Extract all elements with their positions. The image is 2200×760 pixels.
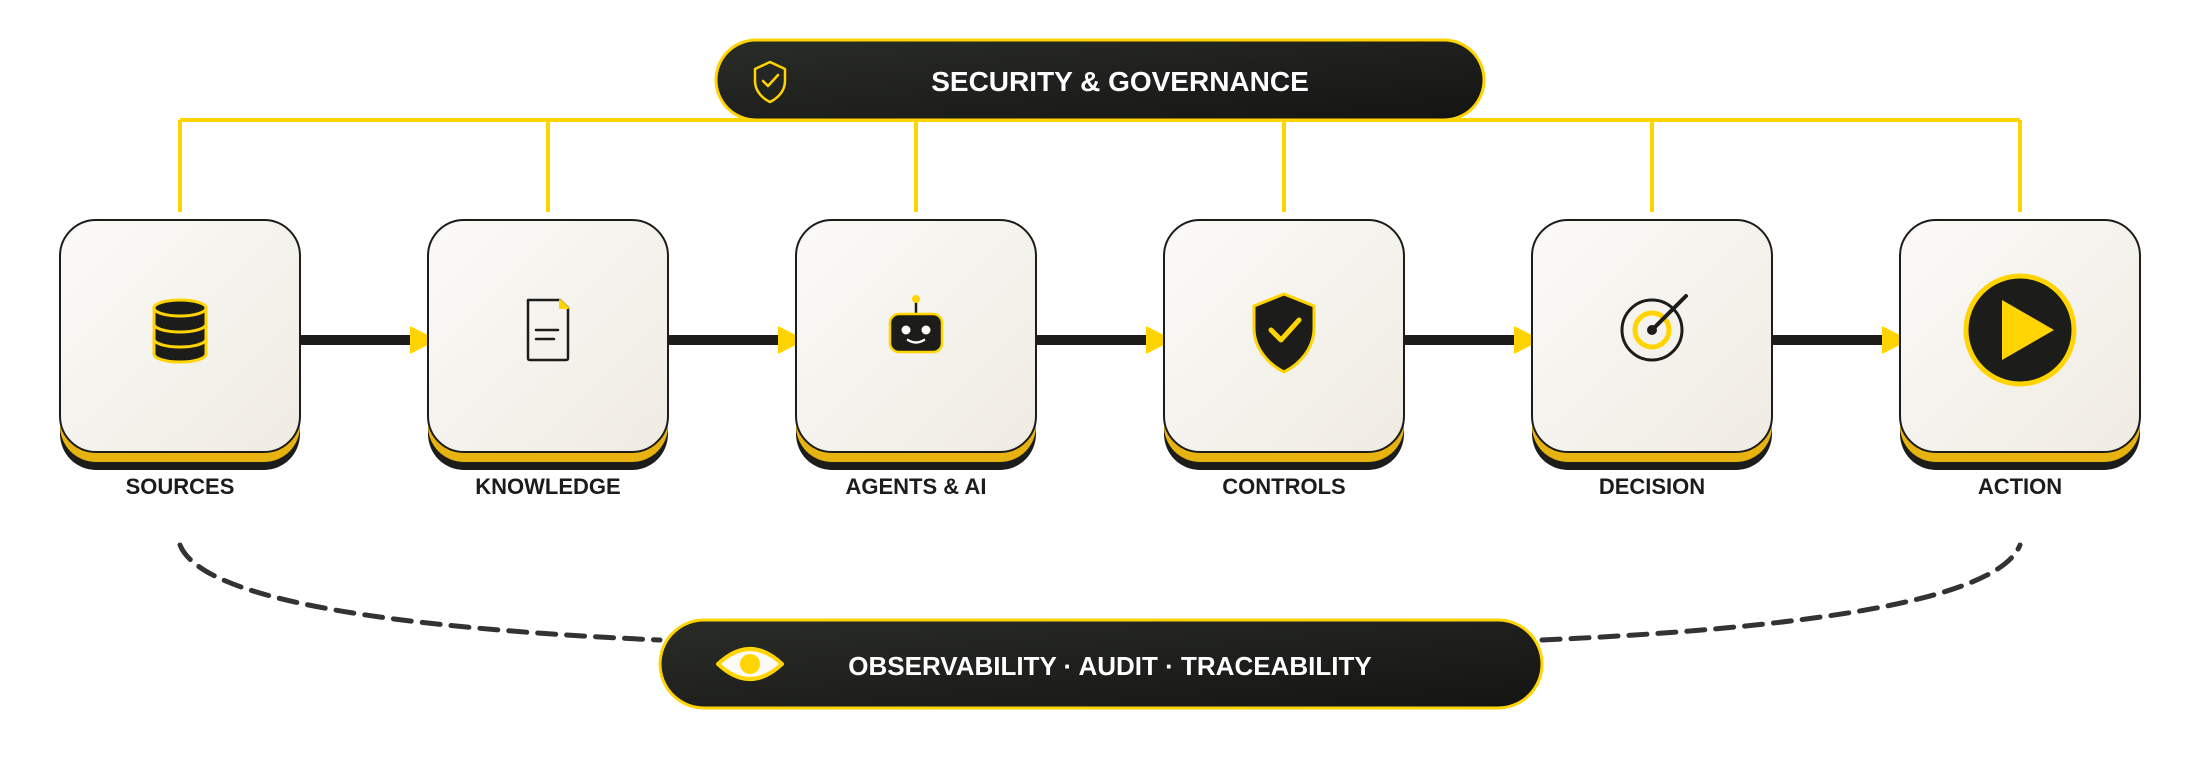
top-banner-label: SECURITY & GOVERNANCE xyxy=(931,66,1309,97)
flow-arrow xyxy=(1769,326,1910,354)
stage-label: KNOWLEDGE xyxy=(475,474,620,499)
flow-arrow xyxy=(1401,326,1542,354)
database-icon xyxy=(152,298,208,364)
stage-sources: SOURCES xyxy=(59,219,301,499)
document-icon xyxy=(526,298,570,362)
bottom-banner-label: OBSERVABILITY · AUDIT · TRACEABILITY xyxy=(848,651,1371,681)
stage-label: CONTROLS xyxy=(1222,474,1345,499)
flow-arrow xyxy=(1033,326,1174,354)
stage-action: ACTION xyxy=(1899,219,2141,499)
observability-arc xyxy=(177,542,2023,643)
security-governance-banner: SECURITY & GOVERNANCE xyxy=(714,38,1486,122)
robot-icon xyxy=(888,295,944,354)
shield-check-icon xyxy=(1252,292,1316,374)
target-icon xyxy=(1620,294,1688,362)
stage-label: SOURCES xyxy=(126,474,235,499)
stage-card xyxy=(427,219,669,453)
stage-decision: DECISION xyxy=(1531,219,1773,499)
stage-card xyxy=(1531,219,1773,453)
stage-label: ACTION xyxy=(1978,474,2062,499)
bottom-banner-pill xyxy=(658,618,1544,710)
governance-connectors xyxy=(178,118,2022,212)
stage-label: DECISION xyxy=(1599,474,1705,499)
flow-arrow xyxy=(297,326,438,354)
flow-arrows xyxy=(297,326,1910,354)
eye-icon xyxy=(716,647,784,681)
play-icon xyxy=(1963,273,2077,387)
stage-label: AGENTS & AI xyxy=(846,474,987,499)
top-banner-pill xyxy=(714,38,1486,122)
stage-agents-ai: AGENTS & AI xyxy=(795,219,1037,499)
shield-check-icon xyxy=(753,60,787,104)
stage-knowledge: KNOWLEDGE xyxy=(427,219,669,499)
stage-controls: CONTROLS xyxy=(1163,219,1405,499)
flow-arrow xyxy=(665,326,806,354)
observability-banner: OBSERVABILITY · AUDIT · TRACEABILITY xyxy=(658,618,1544,710)
